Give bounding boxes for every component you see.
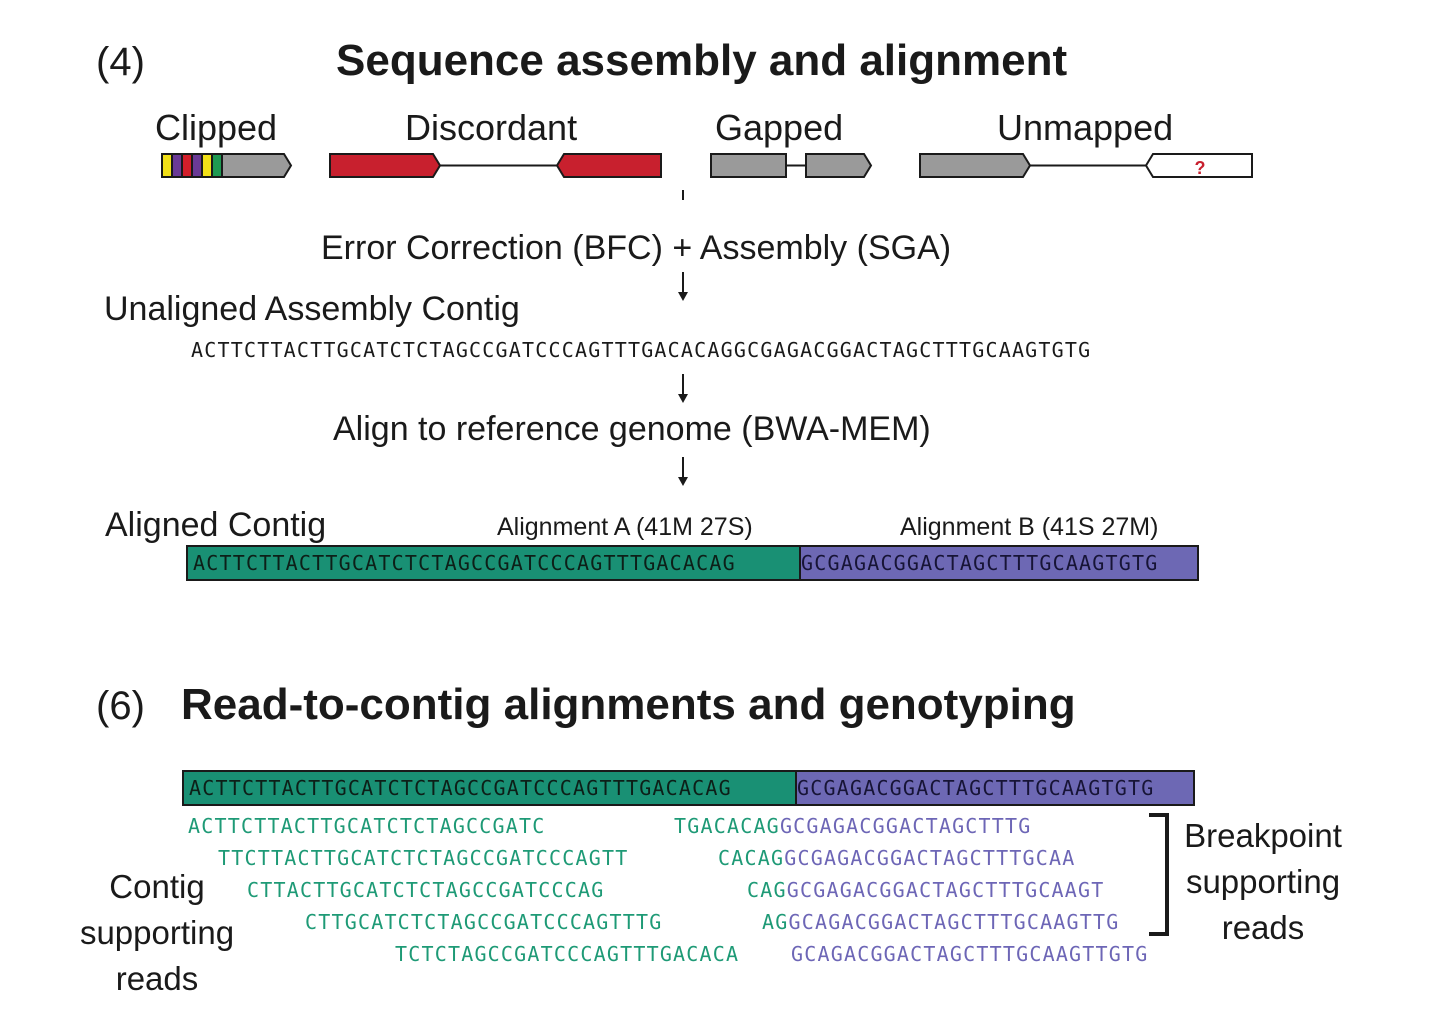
panel4-number: (4): [96, 40, 145, 84]
breakpoint-supporting-reads-label: Breakpoint supporting reads: [1168, 813, 1358, 951]
alignment-b-label: Alignment B (41S 27M): [900, 513, 1159, 541]
breakpoint-read-2-a: CACAG: [718, 846, 785, 870]
step-error-correction-assembly: Error Correction (BFC) + Assembly (SGA): [321, 229, 952, 267]
contig-support-line-3: reads: [115, 960, 199, 997]
panel6-number: (6): [96, 684, 145, 728]
unaligned-contig-sequence: ACTTCTTACTTGCATCTCTAGCCGATCCCAGTTTGACACA…: [191, 338, 1092, 362]
breakpoint-read-2-b: GCGAGACGGACTAGCTTTGCAA: [784, 846, 1076, 870]
contig-support-line-1: Contig: [109, 868, 205, 905]
unknown-mate-mark: ?: [1195, 158, 1206, 178]
contig-b-segment: GCGAGACGGACTAGCTTTGCAAGTGTG: [795, 772, 1193, 804]
clipped-read: [161, 153, 293, 178]
alignment-a-segment: ACTTCTTACTTGCATCTCTAGCCGATCCCAGTTTGACACA…: [188, 547, 799, 579]
breakpoint-read-3: CAGGCGAGACGGACTAGCTTTGCAAGT: [747, 878, 1105, 902]
breakpoint-read-4-b: GCAGACGGACTAGCTTTGCAAGTTG: [788, 910, 1120, 934]
alignment-a-label: Alignment A (41M 27S): [497, 513, 753, 541]
contig-read-1: ACTTCTTACTTGCATCTCTAGCCGATC: [188, 814, 546, 838]
flow-arrow-1: [682, 190, 684, 200]
contig-a-segment: ACTTCTTACTTGCATCTCTAGCCGATCCCAGTTTGACACA…: [184, 772, 795, 804]
breakpoint-support-line-1: Breakpoint: [1184, 817, 1342, 854]
breakpoint-read-2: CACAGGCGAGACGGACTAGCTTTGCAA: [718, 846, 1076, 870]
breakpoint-support-line-3: reads: [1221, 909, 1305, 946]
unmapped-pair: [919, 153, 1253, 178]
label-clipped: Clipped: [155, 107, 278, 148]
breakpoint-read-1-b: GCGAGACGGACTAGCTTTG: [779, 814, 1032, 838]
discordant-pair: [329, 153, 662, 178]
breakpoint-read-3-b: GCGAGACGGACTAGCTTTGCAAGT: [786, 878, 1105, 902]
breakpoint-support-line-2: supporting: [1185, 863, 1341, 900]
panel6-title: Read-to-contig alignments and genotyping: [181, 680, 1076, 729]
contig-read-5: TCTCTAGCCGATCCCAGTTTGACACA: [395, 942, 740, 966]
read-types-diagram: ?: [161, 153, 1253, 200]
aligned-contig-label: Aligned Contig: [105, 506, 327, 544]
breakpoint-read-1-a: TGACACAG: [674, 814, 780, 838]
label-gapped: Gapped: [715, 107, 844, 148]
contig-read-3: CTTACTTGCATCTCTAGCCGATCCCAG: [247, 878, 605, 902]
breakpoint-read-5: GCAGACGGACTAGCTTTGCAAGTTGTG: [791, 942, 1149, 966]
contig-read-4: CTTGCATCTCTAGCCGATCCCAGTTTG: [305, 910, 663, 934]
flow-arrow-2: [678, 272, 688, 301]
breakpoint-read-4-a: AG: [762, 910, 789, 934]
contig-support-line-2: supporting: [79, 914, 235, 951]
label-unmapped: Unmapped: [997, 107, 1174, 148]
breakpoint-read-1: TGACACAGGCGAGACGGACTAGCTTTG: [674, 814, 1032, 838]
contig-bar: ACTTCTTACTTGCATCTCTAGCCGATCCCAGTTTGACACA…: [182, 770, 1195, 806]
unaligned-contig-label: Unaligned Assembly Contig: [104, 290, 520, 328]
panel4-title: Sequence assembly and alignment: [336, 36, 1068, 85]
flow-arrow-4: [678, 457, 688, 486]
contig-read-2: TTCTTACTTGCATCTCTAGCCGATCCCAGTT: [218, 846, 629, 870]
contig-supporting-reads-label: Contig supporting reads: [62, 864, 252, 1002]
gapped-read: [710, 153, 873, 178]
label-discordant: Discordant: [405, 107, 578, 148]
breakpoint-read-5-b: GCAGACGGACTAGCTTTGCAAGTTGTG: [791, 942, 1149, 966]
aligned-contig-bar: ACTTCTTACTTGCATCTCTAGCCGATCCCAGTTTGACACA…: [186, 545, 1199, 581]
breakpoint-bracket: [1149, 813, 1169, 936]
breakpoint-read-3-a: CAG: [747, 878, 787, 902]
alignment-b-segment: GCGAGACGGACTAGCTTTGCAAGTGTG: [799, 547, 1197, 579]
step-align-reference: Align to reference genome (BWA-MEM): [333, 410, 931, 448]
flow-arrow-3: [678, 374, 688, 403]
breakpoint-read-4: AGGCAGACGGACTAGCTTTGCAAGTTG: [762, 910, 1120, 934]
